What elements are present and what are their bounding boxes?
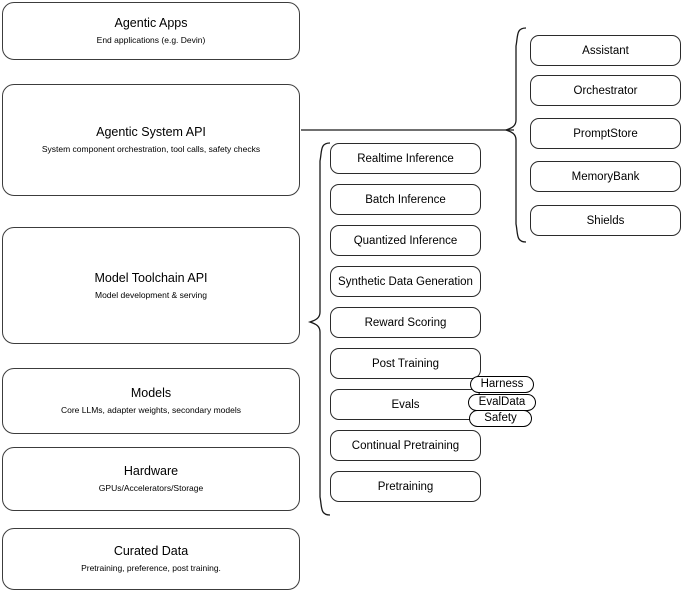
component-memorybank[interactable]: MemoryBank: [530, 161, 681, 192]
layer-subtitle: GPUs/Accelerators/Storage: [98, 483, 204, 493]
layer-agentic-apps[interactable]: Agentic Apps End applications (e.g. Devi…: [2, 2, 300, 60]
layer-subtitle: Core LLMs, adapter weights, secondary mo…: [60, 405, 241, 415]
component-promptstore[interactable]: PromptStore: [530, 118, 681, 149]
capability-label: Batch Inference: [365, 193, 446, 206]
capability-label: Continual Pretraining: [351, 439, 460, 452]
capability-label: Reward Scoring: [364, 316, 447, 329]
layer-title: Agentic System API: [96, 125, 206, 139]
layer-title: Models: [130, 386, 172, 400]
badge-harness[interactable]: Harness: [470, 376, 534, 393]
component-shields[interactable]: Shields: [530, 205, 681, 236]
layer-title: Hardware: [123, 464, 179, 478]
capability-post-training[interactable]: Post Training: [330, 348, 481, 379]
badge-evaldata[interactable]: EvalData: [468, 394, 536, 411]
component-label: MemoryBank: [571, 170, 640, 183]
layer-model-toolchain-api[interactable]: Model Toolchain API Model development & …: [2, 227, 300, 344]
component-label: Shields: [586, 214, 625, 227]
component-assistant[interactable]: Assistant: [530, 35, 681, 66]
badge-safety[interactable]: Safety: [469, 410, 532, 427]
capability-label: Synthetic Data Generation: [338, 275, 473, 288]
component-label: Assistant: [582, 44, 629, 57]
capability-label: Pretraining: [377, 480, 434, 493]
layer-hardware[interactable]: Hardware GPUs/Accelerators/Storage: [2, 447, 300, 511]
layer-models[interactable]: Models Core LLMs, adapter weights, secon…: [2, 368, 300, 434]
layer-title: Model Toolchain API: [94, 270, 208, 285]
capability-label: Post Training: [371, 357, 440, 370]
brace-system-components: [503, 27, 527, 243]
component-label: PromptStore: [573, 127, 638, 140]
capability-pretraining[interactable]: Pretraining: [330, 471, 481, 502]
layer-subtitle: End applications (e.g. Devin): [96, 35, 206, 45]
layer-title: Agentic Apps: [114, 16, 188, 30]
capability-continual-pretraining[interactable]: Continual Pretraining: [330, 430, 481, 461]
layer-subtitle: Pretraining, preference, post training.: [81, 563, 221, 573]
layer-title: Curated Data: [113, 544, 189, 558]
badge-label: Safety: [484, 412, 517, 424]
capability-reward-scoring[interactable]: Reward Scoring: [330, 307, 481, 338]
badge-label: Harness: [480, 378, 524, 390]
capability-batch-inference[interactable]: Batch Inference: [330, 184, 481, 215]
capability-evals[interactable]: Evals: [330, 389, 481, 420]
component-label: Orchestrator: [573, 84, 638, 97]
layer-subtitle: System component orchestration, tool cal…: [41, 144, 261, 154]
brace-toolchain-capabilities: [307, 142, 331, 516]
capability-label: Quantized Inference: [353, 234, 458, 247]
component-orchestrator[interactable]: Orchestrator: [530, 75, 681, 106]
capability-quantized-inference[interactable]: Quantized Inference: [330, 225, 481, 256]
capability-label: Realtime Inference: [357, 152, 454, 165]
capability-realtime-inference[interactable]: Realtime Inference: [330, 143, 481, 174]
capability-label: Evals: [391, 398, 420, 411]
layer-agentic-system-api[interactable]: Agentic System API System component orch…: [2, 84, 300, 196]
layer-curated-data[interactable]: Curated Data Pretraining, preference, po…: [2, 528, 300, 590]
badge-label: EvalData: [478, 396, 526, 408]
layer-subtitle: Model development & serving: [95, 289, 207, 300]
capability-synthetic-data-generation[interactable]: Synthetic Data Generation: [330, 266, 481, 297]
